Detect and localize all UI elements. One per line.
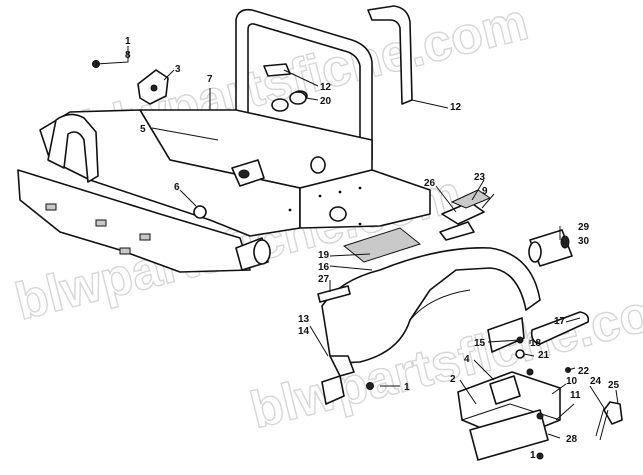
callout-3: 3 xyxy=(175,64,181,75)
bracket-15 xyxy=(487,317,525,353)
callout-19: 19 xyxy=(318,250,330,261)
watermark-text-3: blwpartsfiche.com xyxy=(245,273,643,440)
callout-7: 7 xyxy=(207,74,213,85)
callout-12b: 12 xyxy=(450,102,462,113)
hitch-pin-25 xyxy=(603,401,623,425)
bumper-bar xyxy=(367,5,413,105)
callout-16: 16 xyxy=(318,262,330,273)
callout-30: 30 xyxy=(578,236,590,247)
chassis-frame xyxy=(17,8,431,273)
callout-15: 15 xyxy=(474,338,486,349)
fastener-21 xyxy=(515,349,525,359)
callout-10: 10 xyxy=(566,376,578,387)
callout-1a: 1 xyxy=(125,36,131,47)
callout-labels: 1 8 3 7 12 20 12 5 6 26 23 9 29 30 19 16… xyxy=(125,36,620,461)
callout-29: 29 xyxy=(578,222,590,233)
cap-12 xyxy=(289,91,307,105)
callout-2: 2 xyxy=(450,374,456,385)
bracket-3 xyxy=(92,60,169,105)
callout-14: 14 xyxy=(298,326,310,337)
callout-26: 26 xyxy=(424,178,436,189)
callout-1b: 1 xyxy=(404,382,410,393)
callout-21: 21 xyxy=(538,350,550,361)
callout-8: 8 xyxy=(125,50,131,61)
leader-lines xyxy=(95,46,619,439)
hitch-assembly xyxy=(457,368,561,461)
callout-25: 25 xyxy=(608,380,620,391)
callout-5: 5 xyxy=(140,124,146,135)
callout-18: 18 xyxy=(530,338,542,349)
callout-24: 24 xyxy=(590,376,602,387)
callout-28: 28 xyxy=(566,434,578,445)
callout-12a: 12 xyxy=(320,82,332,93)
fastener-1b xyxy=(366,382,374,390)
fastener-1c xyxy=(536,452,544,460)
callout-13: 13 xyxy=(298,314,310,325)
callout-11: 11 xyxy=(570,390,581,401)
callout-6: 6 xyxy=(174,182,180,193)
callout-23: 23 xyxy=(474,172,486,183)
callout-20: 20 xyxy=(320,96,332,107)
callout-27: 27 xyxy=(318,274,330,285)
callout-1c: 1 xyxy=(530,450,536,461)
callout-22: 22 xyxy=(578,366,590,377)
callout-9: 9 xyxy=(482,186,488,197)
rear-cylinder xyxy=(528,229,573,267)
callout-17: 17 xyxy=(554,316,566,327)
callout-4: 4 xyxy=(464,354,470,365)
